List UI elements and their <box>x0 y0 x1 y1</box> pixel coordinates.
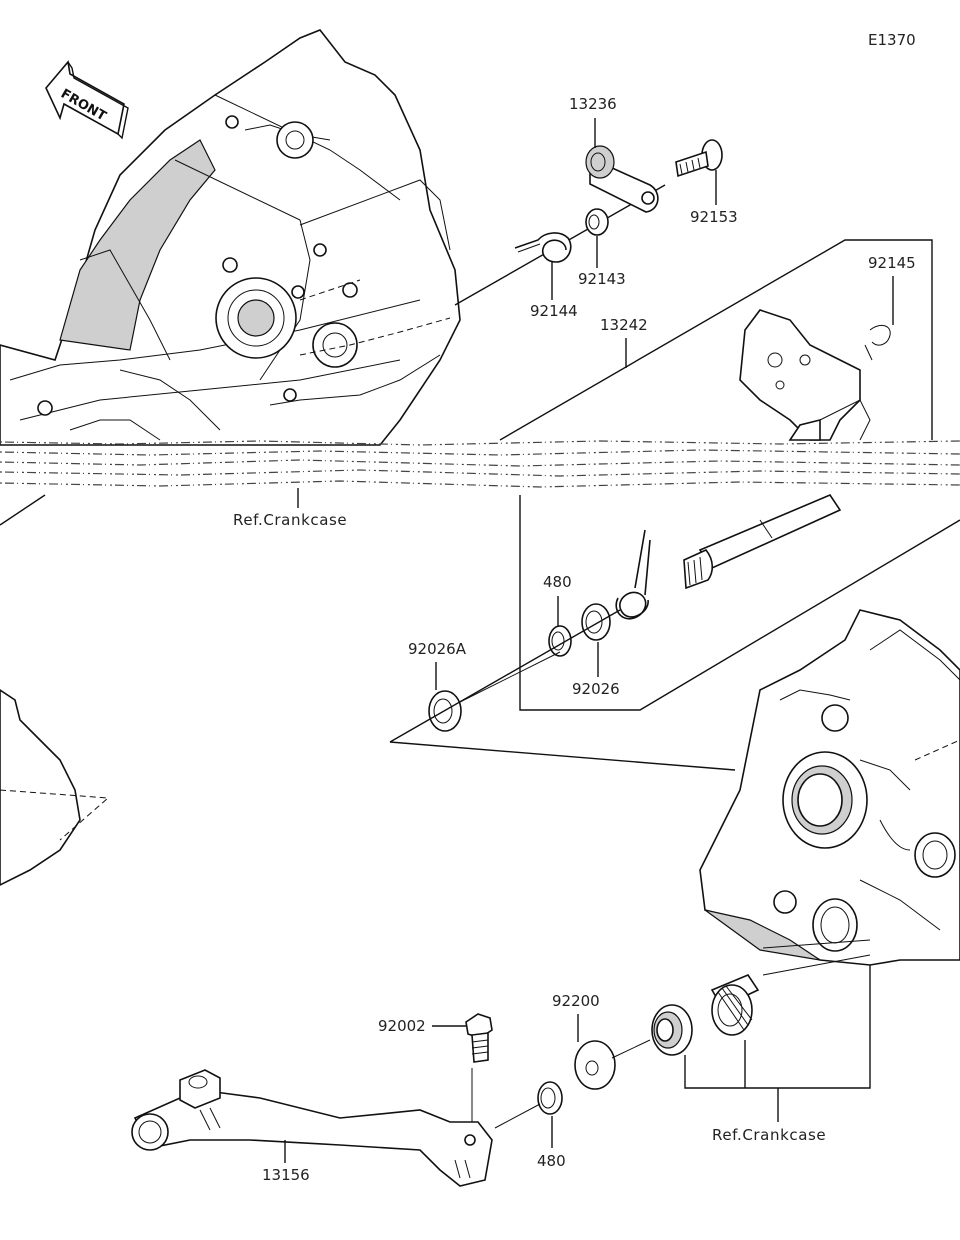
crankcase-left-fragment <box>0 689 110 886</box>
label-480-upper: 480 <box>543 573 572 591</box>
break-line <box>0 440 960 488</box>
label-13236: 13236 <box>569 95 617 113</box>
circlip-480-lower <box>537 1081 563 1115</box>
spring-92144 <box>514 232 572 263</box>
shift-shaft-lower <box>683 494 842 590</box>
washer-92026 <box>581 603 611 641</box>
label-92153: 92153 <box>690 208 738 226</box>
label-13242: 13242 <box>600 316 648 334</box>
bolt-92002 <box>465 1013 493 1063</box>
oil-seal <box>651 1004 693 1056</box>
label-13156: 13156 <box>262 1166 310 1184</box>
bolt-92153 <box>675 139 723 178</box>
label-480-lower: 480 <box>537 1152 566 1170</box>
lever-13236 <box>585 145 659 213</box>
washer-92200 <box>574 1040 616 1090</box>
shift-pedal-13156 <box>131 1069 493 1187</box>
label-92144: 92144 <box>530 302 578 320</box>
shift-shaft-upper <box>739 309 891 441</box>
return-spring <box>615 529 651 620</box>
front-arrow-icon: FRONT <box>45 60 129 140</box>
circlip-480-upper <box>548 625 572 657</box>
crankcase-upper-illustration <box>0 29 461 446</box>
crankcase-lower-illustration <box>699 609 960 966</box>
label-92143: 92143 <box>578 270 626 288</box>
label-92145: 92145 <box>868 254 916 272</box>
ref-crankcase-label-lower: Ref.Crankcase <box>712 1126 826 1144</box>
diagram-code: E1370 <box>868 31 916 49</box>
needle-bearing <box>710 974 760 1036</box>
collar-92143 <box>585 208 609 236</box>
ref-crankcase-label-upper: Ref.Crankcase <box>233 511 347 529</box>
label-92002: 92002 <box>378 1017 426 1035</box>
label-92200: 92200 <box>552 992 600 1010</box>
label-92026a: 92026A <box>408 640 467 658</box>
label-92026: 92026 <box>572 680 620 698</box>
